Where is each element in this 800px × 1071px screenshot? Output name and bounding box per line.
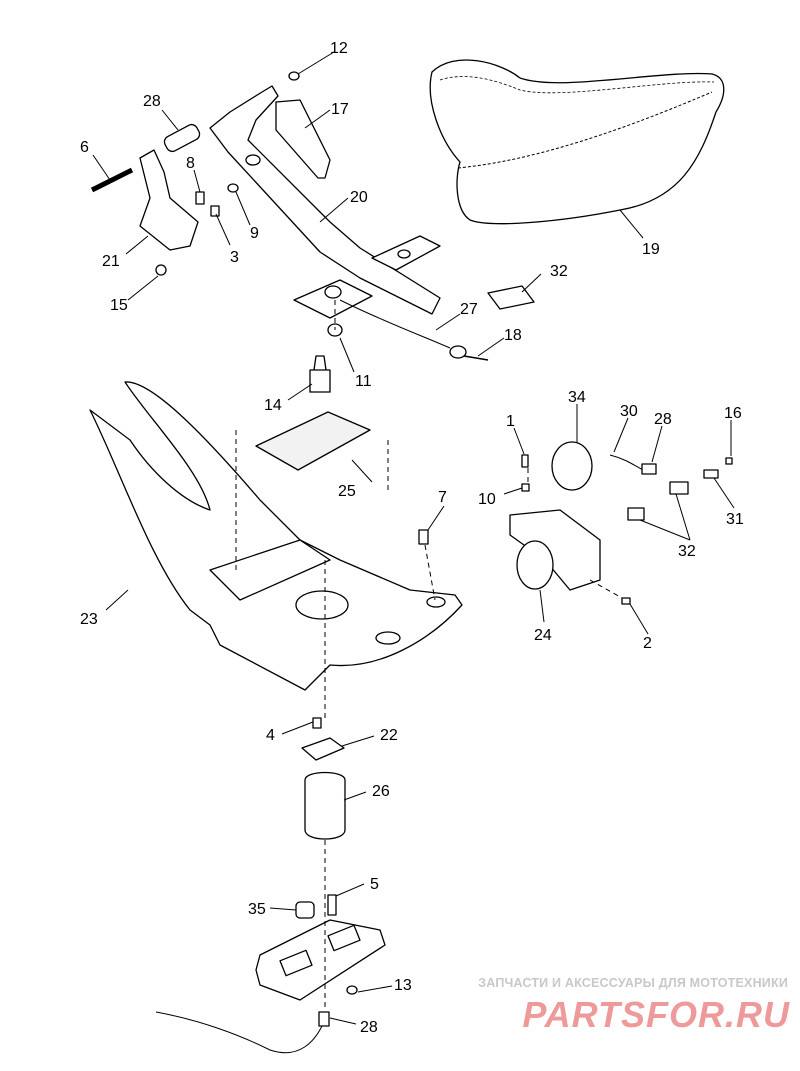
callout-28-lower: 28 <box>360 1019 378 1036</box>
callout-7: 7 <box>438 489 447 506</box>
fitting-28 <box>318 1011 330 1027</box>
callout-19: 19 <box>642 241 660 258</box>
callout-9: 9 <box>250 225 259 242</box>
callout-32: 32 <box>678 543 696 560</box>
cylinder-26 <box>304 771 346 840</box>
callout-30: 30 <box>620 403 638 420</box>
cable-27 <box>339 299 451 349</box>
bumper-14 <box>309 355 331 393</box>
gauge-bracket-24 <box>509 509 601 591</box>
washer-12 <box>288 71 300 81</box>
pin-18 <box>449 345 467 359</box>
screw-1 <box>521 454 529 468</box>
cover-25 <box>255 411 371 471</box>
callout-28-upper: 28 <box>143 93 161 110</box>
callout-11: 11 <box>355 373 372 390</box>
screw-4 <box>312 717 322 729</box>
callout-1: 1 <box>506 413 515 430</box>
callout-33: 32 <box>550 263 568 280</box>
callout-35: 34 <box>568 389 586 406</box>
base-bracket <box>255 919 386 1001</box>
screw-3 <box>210 205 220 217</box>
fitting-31 <box>703 469 719 479</box>
bracket-17 <box>275 99 331 179</box>
watermark-tagline: ЗАПЧАСТИ И АКСЕССУАРЫ ДЛЯ МОТОТЕХНИКИ <box>478 976 788 990</box>
plate-22 <box>301 737 345 761</box>
frame-arm <box>209 85 441 319</box>
callout-18: 18 <box>504 327 522 344</box>
mount-plate-lower <box>293 279 373 319</box>
callout-27: 27 <box>460 301 478 318</box>
callout-8: 8 <box>186 155 195 172</box>
seat <box>429 59 725 225</box>
screw-8 <box>195 191 205 205</box>
callout-13: 13 <box>394 977 412 994</box>
fitting-29 <box>641 463 657 475</box>
screw-7 <box>418 529 429 545</box>
screw-2 <box>621 597 631 605</box>
cap-16 <box>725 457 733 465</box>
callout-20: 20 <box>350 189 368 206</box>
gauge-35 <box>551 441 593 491</box>
callout-25: 25 <box>338 483 356 500</box>
callout-24: 24 <box>534 627 552 644</box>
label-decal <box>487 285 535 310</box>
bushing-34 <box>295 901 315 919</box>
callout-6: 6 <box>80 139 89 156</box>
callout-23: 23 <box>80 611 98 628</box>
callout-4: 4 <box>266 727 275 744</box>
callout-14: 14 <box>264 397 282 414</box>
nut-10 <box>521 483 530 492</box>
callout-34: 35 <box>248 901 266 918</box>
spacer-28 <box>163 123 201 153</box>
callout-21: 21 <box>102 253 120 270</box>
watermark-logo: PARTSFOR.RU <box>522 994 790 1035</box>
bumper-15 <box>155 264 167 276</box>
callout-10: 10 <box>478 491 496 508</box>
callout-3: 3 <box>230 249 239 266</box>
washer-9 <box>227 183 239 193</box>
bracket-21 <box>139 149 199 251</box>
fitting-32a <box>669 481 689 495</box>
fitting-32b <box>627 507 645 521</box>
bolt-6 <box>90 167 134 193</box>
callout-17: 17 <box>331 101 349 118</box>
callout-16: 16 <box>724 405 742 422</box>
air-line <box>155 1011 323 1054</box>
callout-12: 12 <box>330 40 348 57</box>
tray-23 <box>89 381 463 691</box>
callout-31: 31 <box>726 511 744 528</box>
leader-lines <box>92 51 735 1025</box>
nut-13 <box>346 985 358 995</box>
callout-15: 15 <box>110 297 128 314</box>
callout-22: 22 <box>380 727 398 744</box>
callout-2: 2 <box>643 635 652 652</box>
spring-5 <box>327 894 337 916</box>
callout-26: 26 <box>372 783 390 800</box>
callout-5: 5 <box>370 876 379 893</box>
callout-29: 28 <box>654 411 672 428</box>
